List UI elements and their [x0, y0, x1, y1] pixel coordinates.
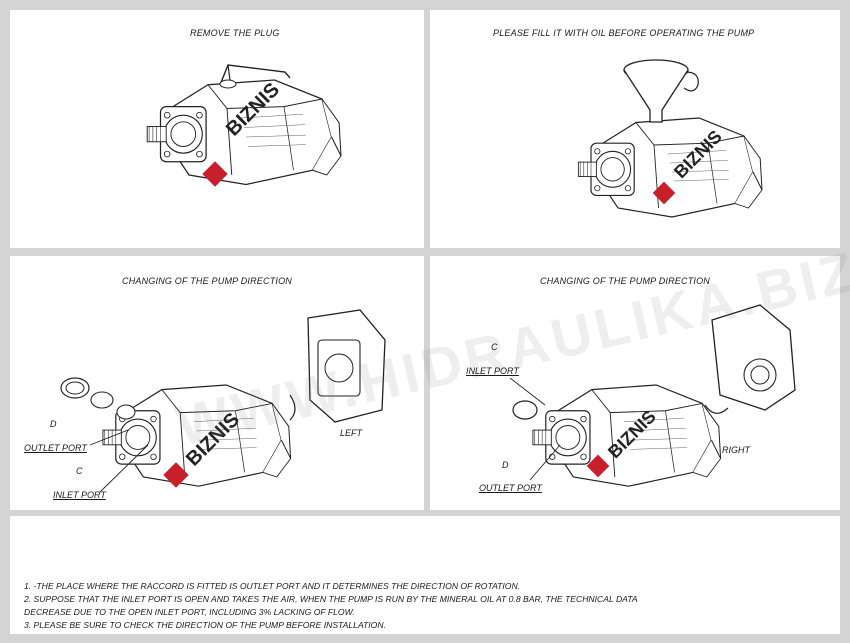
- label-right: RIGHT: [722, 445, 750, 455]
- label-d-left: D: [50, 419, 57, 429]
- pump-drawing-direction-right: [509, 304, 796, 487]
- label-c-left: C: [76, 466, 83, 476]
- caption-direction-left: CHANGING OF THE PUMP DIRECTION: [122, 276, 293, 286]
- panel-notes: [10, 516, 840, 634]
- note-line-3: DECREASE DUE TO THE OPEN INLET PORT, INC…: [24, 607, 355, 617]
- caption-fill-oil: PLEASE FILL IT WITH OIL BEFORE OPERATING…: [493, 28, 755, 38]
- label-outlet-port-right: OUTLET PORT: [479, 483, 542, 493]
- note-line-1: 1. -THE PLACE WHERE THE RACCORD IS FITTE…: [24, 581, 521, 591]
- pump-drawing-remove-plug: [146, 64, 342, 186]
- label-left: LEFT: [340, 428, 363, 438]
- label-outlet-port-left: OUTLET PORT: [24, 443, 87, 453]
- pump-drawing-fill-oil: [577, 59, 763, 218]
- caption-remove-plug: REMOVE THE PLUG: [190, 28, 280, 38]
- pump-drawing-direction-left: [60, 309, 386, 493]
- label-c-right: C: [491, 342, 498, 352]
- label-inlet-port-right: INLET PORT: [466, 366, 519, 376]
- label-d-right: D: [502, 460, 509, 470]
- label-inlet-port-left: INLET PORT: [53, 490, 106, 500]
- caption-direction-right: CHANGING OF THE PUMP DIRECTION: [540, 276, 711, 286]
- note-line-4: 3. PLEASE BE SURE TO CHECK THE DIRECTION…: [24, 620, 386, 630]
- note-line-2: 2. SUPPOSE THAT THE INLET PORT IS OPEN A…: [24, 594, 638, 604]
